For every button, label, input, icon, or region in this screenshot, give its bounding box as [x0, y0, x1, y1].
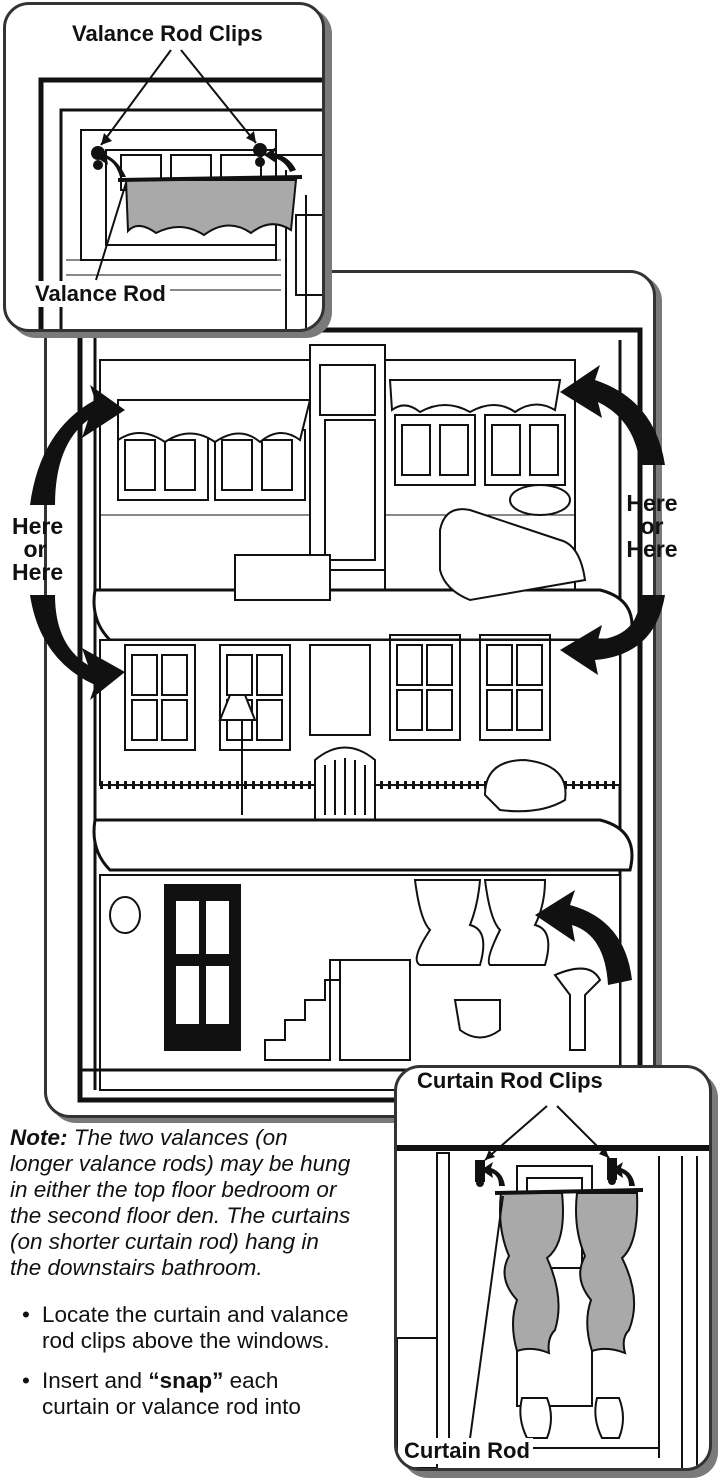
curtain-rod-clip-icon — [475, 1158, 617, 1187]
curtain-inset-illustration — [397, 1105, 709, 1468]
right-placement-label: Here or Here — [617, 492, 687, 561]
note-body: The two valances (on longer valance rods… — [10, 1125, 351, 1280]
left-label-line-2: or — [23, 536, 47, 562]
left-label-line-3: Here — [12, 559, 64, 585]
valance-rod-label: Valance Rod — [31, 281, 170, 307]
curtain-rod-clips-label: Curtain Rod Clips — [417, 1068, 603, 1093]
left-label-line-1: Here — [12, 513, 64, 539]
valance-rod-clip-icon — [91, 143, 267, 170]
step-text-emphasis: “snap” — [148, 1368, 224, 1393]
step-text-post: each curtain or valance rod into — [42, 1368, 301, 1419]
note-lead: Note: — [10, 1125, 68, 1150]
valance-rod-graphic — [117, 175, 303, 182]
step-text-pre: Insert and — [42, 1368, 149, 1393]
note-paragraph: Note: The two valances (on longer valanc… — [10, 1125, 355, 1281]
step-text: Locate the curtain and valance rod clips… — [42, 1302, 349, 1353]
valance-rod-clips-label: Valance Rod Clips — [72, 21, 263, 46]
valance-inset-illustration — [38, 49, 322, 329]
right-label-line-1: Here — [626, 490, 678, 516]
right-label-line-3: Here — [626, 536, 678, 562]
curved-arrow-icon — [96, 147, 296, 177]
valance-inset-panel: Valance Rod Clips Valance Rod — [3, 2, 325, 332]
instruction-list: Locate the curtain and valance rod clips… — [10, 1302, 350, 1434]
valance-fabric — [124, 179, 298, 237]
curtain-inset-panel: Curtain Rod Clips Curtain Rod — [394, 1065, 712, 1471]
right-label-line-2: or — [640, 513, 664, 539]
list-item: Locate the curtain and valance rod clips… — [10, 1302, 350, 1354]
curtain-left-fabric — [499, 1192, 564, 1355]
curved-arrow-icon — [481, 1162, 635, 1186]
list-item: Insert and “snap” each curtain or valanc… — [10, 1368, 350, 1420]
curtain-rod-label: Curtain Rod — [401, 1438, 533, 1464]
curtain-rod-graphic — [494, 1188, 644, 1195]
curved-arrow-icon — [30, 365, 665, 985]
curtain-right-fabric — [575, 1192, 639, 1355]
left-placement-label: Here or Here — [12, 513, 64, 585]
